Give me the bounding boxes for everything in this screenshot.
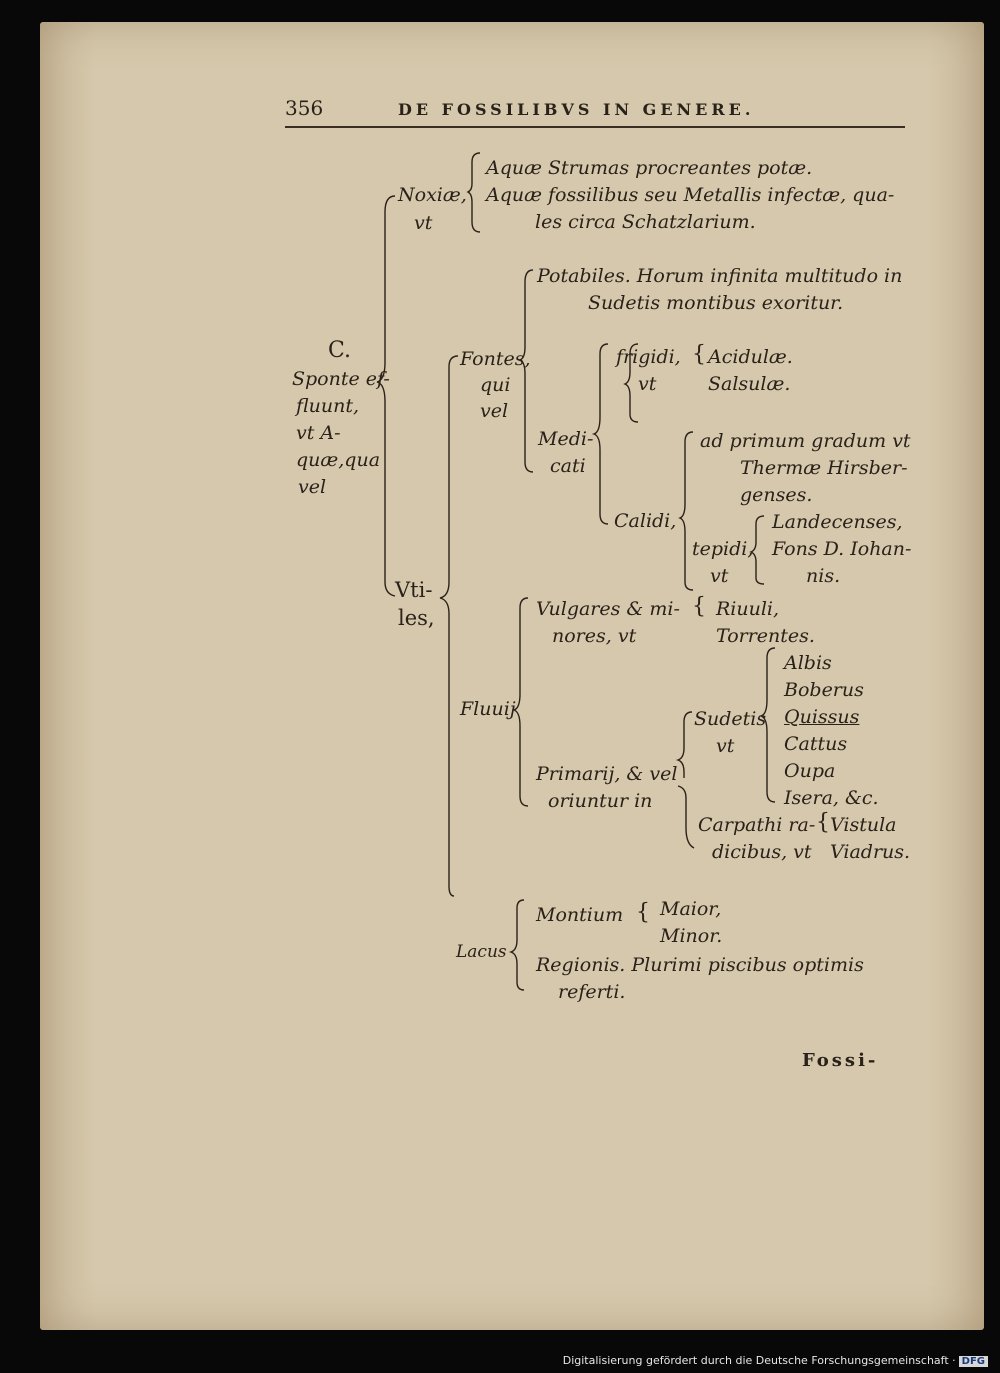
brace-noxia — [466, 152, 481, 233]
book-page: 356 DE FOSSILIBVS IN GENERE. C. Sponte e… — [40, 22, 984, 1330]
medicati-label: Medi- — [538, 428, 594, 450]
primarii-label: oriuntur in — [548, 790, 653, 812]
sudetis-item: Quissus — [784, 706, 860, 728]
montium-label: Montium — [536, 904, 624, 926]
digitization-footer: Digitalisierung gefördert durch die Deut… — [563, 1354, 988, 1367]
sudetis-item: Boberus — [784, 679, 864, 701]
root-line: Sponte ef- — [292, 368, 390, 390]
root-line: vt A- — [296, 422, 341, 444]
sudetis-item: Isera, &c. — [784, 787, 879, 809]
noxia-label: Noxiæ, — [398, 184, 467, 206]
carpathi-label: dicibus, vt — [712, 841, 812, 863]
carpathi-item: Vistula — [830, 814, 897, 836]
vulgares-label: Vulgares & mi- — [536, 598, 680, 620]
brace-vtiles — [439, 355, 459, 897]
dfg-logo: DFG — [958, 1356, 988, 1367]
fluuii-label: Fluuij — [460, 698, 516, 720]
sudetis-item: Oupa — [784, 760, 836, 782]
vtiles-label: les, — [398, 606, 435, 630]
root-line: fluunt, — [296, 395, 360, 417]
brace-medicati — [591, 343, 609, 525]
frigidi-item: Salsulæ. — [708, 373, 791, 395]
frigidi-label: vt — [638, 373, 657, 395]
vulgares-item: Riuuli, — [716, 598, 780, 620]
noxia-label: vt — [414, 212, 433, 234]
brace-glyph: { — [692, 342, 706, 367]
brace-primarii — [675, 711, 693, 778]
regionis-text: referti. — [558, 981, 626, 1003]
carpathi-label: Carpathi ra- — [698, 814, 816, 836]
brace-fluuii — [511, 597, 529, 807]
tepidi-label: tepidi, — [692, 538, 754, 560]
brace-tepidi — [749, 515, 765, 585]
root-letter: C. — [328, 338, 352, 363]
brace-glyph: { — [692, 594, 706, 619]
calidi-primum: genses. — [740, 484, 813, 506]
brace-carpathi — [677, 785, 695, 849]
vtiles-label: Vti- — [395, 578, 433, 602]
root-line: vel — [298, 476, 327, 498]
vulgares-item: Torrentes. — [716, 625, 815, 647]
brace-frigidi — [623, 343, 639, 423]
potabiles-text: Sudetis montibus exoritur. — [588, 292, 844, 314]
sudetis-label: vt — [716, 735, 735, 757]
calidi-label: Calidi, — [614, 510, 677, 532]
tepidi-label: vt — [710, 565, 729, 587]
fontes-label: Fontes, — [460, 348, 531, 370]
brace-fontes — [518, 269, 534, 473]
fontes-label: vel — [480, 400, 509, 422]
fontes-label: qui — [480, 374, 511, 396]
montium-item: Maior, — [660, 898, 722, 920]
frigidi-item: Acidulæ. — [708, 346, 793, 368]
brace-glyph: { — [816, 810, 830, 835]
root-line: quæ,qua — [296, 449, 381, 471]
calidi-primum: ad primum gradum vt — [700, 430, 911, 452]
montium-item: Minor. — [660, 925, 723, 947]
carpathi-item: Viadrus. — [830, 841, 911, 863]
brace-sudetis — [758, 647, 776, 803]
tepidi-item: Fons D. Iohan- — [772, 538, 912, 560]
brace-calidi — [678, 431, 694, 591]
medicati-label: cati — [550, 455, 586, 477]
potabiles-text: Potabiles. Horum infinita multitudo in — [537, 265, 903, 287]
vulgares-label: nores, vt — [552, 625, 637, 647]
brace-lacus — [508, 899, 525, 991]
brace-glyph: { — [636, 900, 650, 925]
sudetis-label: Sudetis — [694, 708, 767, 730]
noxia-item: les circa Schatzlarium. — [535, 211, 756, 233]
frigidi-label: frigidi, — [616, 346, 681, 368]
tepidi-item: Landecenses, — [772, 511, 903, 533]
header-rule — [285, 126, 905, 128]
sudetis-item: Albis — [784, 652, 832, 674]
lacus-label: Lacus — [456, 942, 507, 962]
primarii-label: Primarij, & vel — [536, 763, 678, 785]
page-number: 356 — [285, 96, 324, 120]
footer-text: Digitalisierung gefördert durch die Deut… — [562, 1354, 956, 1367]
sudetis-item: Cattus — [784, 733, 848, 755]
noxia-item: Aquæ Strumas procreantes potæ. — [486, 157, 813, 179]
noxia-item: Aquæ fossilibus seu Metallis infectæ, qu… — [486, 184, 895, 206]
regionis-text: Regionis. Plurimi piscibus optimis — [536, 954, 864, 976]
brace-root — [376, 195, 396, 597]
tepidi-item: nis. — [806, 565, 841, 587]
catchword: Fossi- — [802, 1050, 879, 1071]
brace-lines — [376, 152, 776, 991]
calidi-primum: Thermæ Hirsber- — [740, 457, 908, 479]
running-head: DE FOSSILIBVS IN GENERE. — [398, 100, 755, 119]
